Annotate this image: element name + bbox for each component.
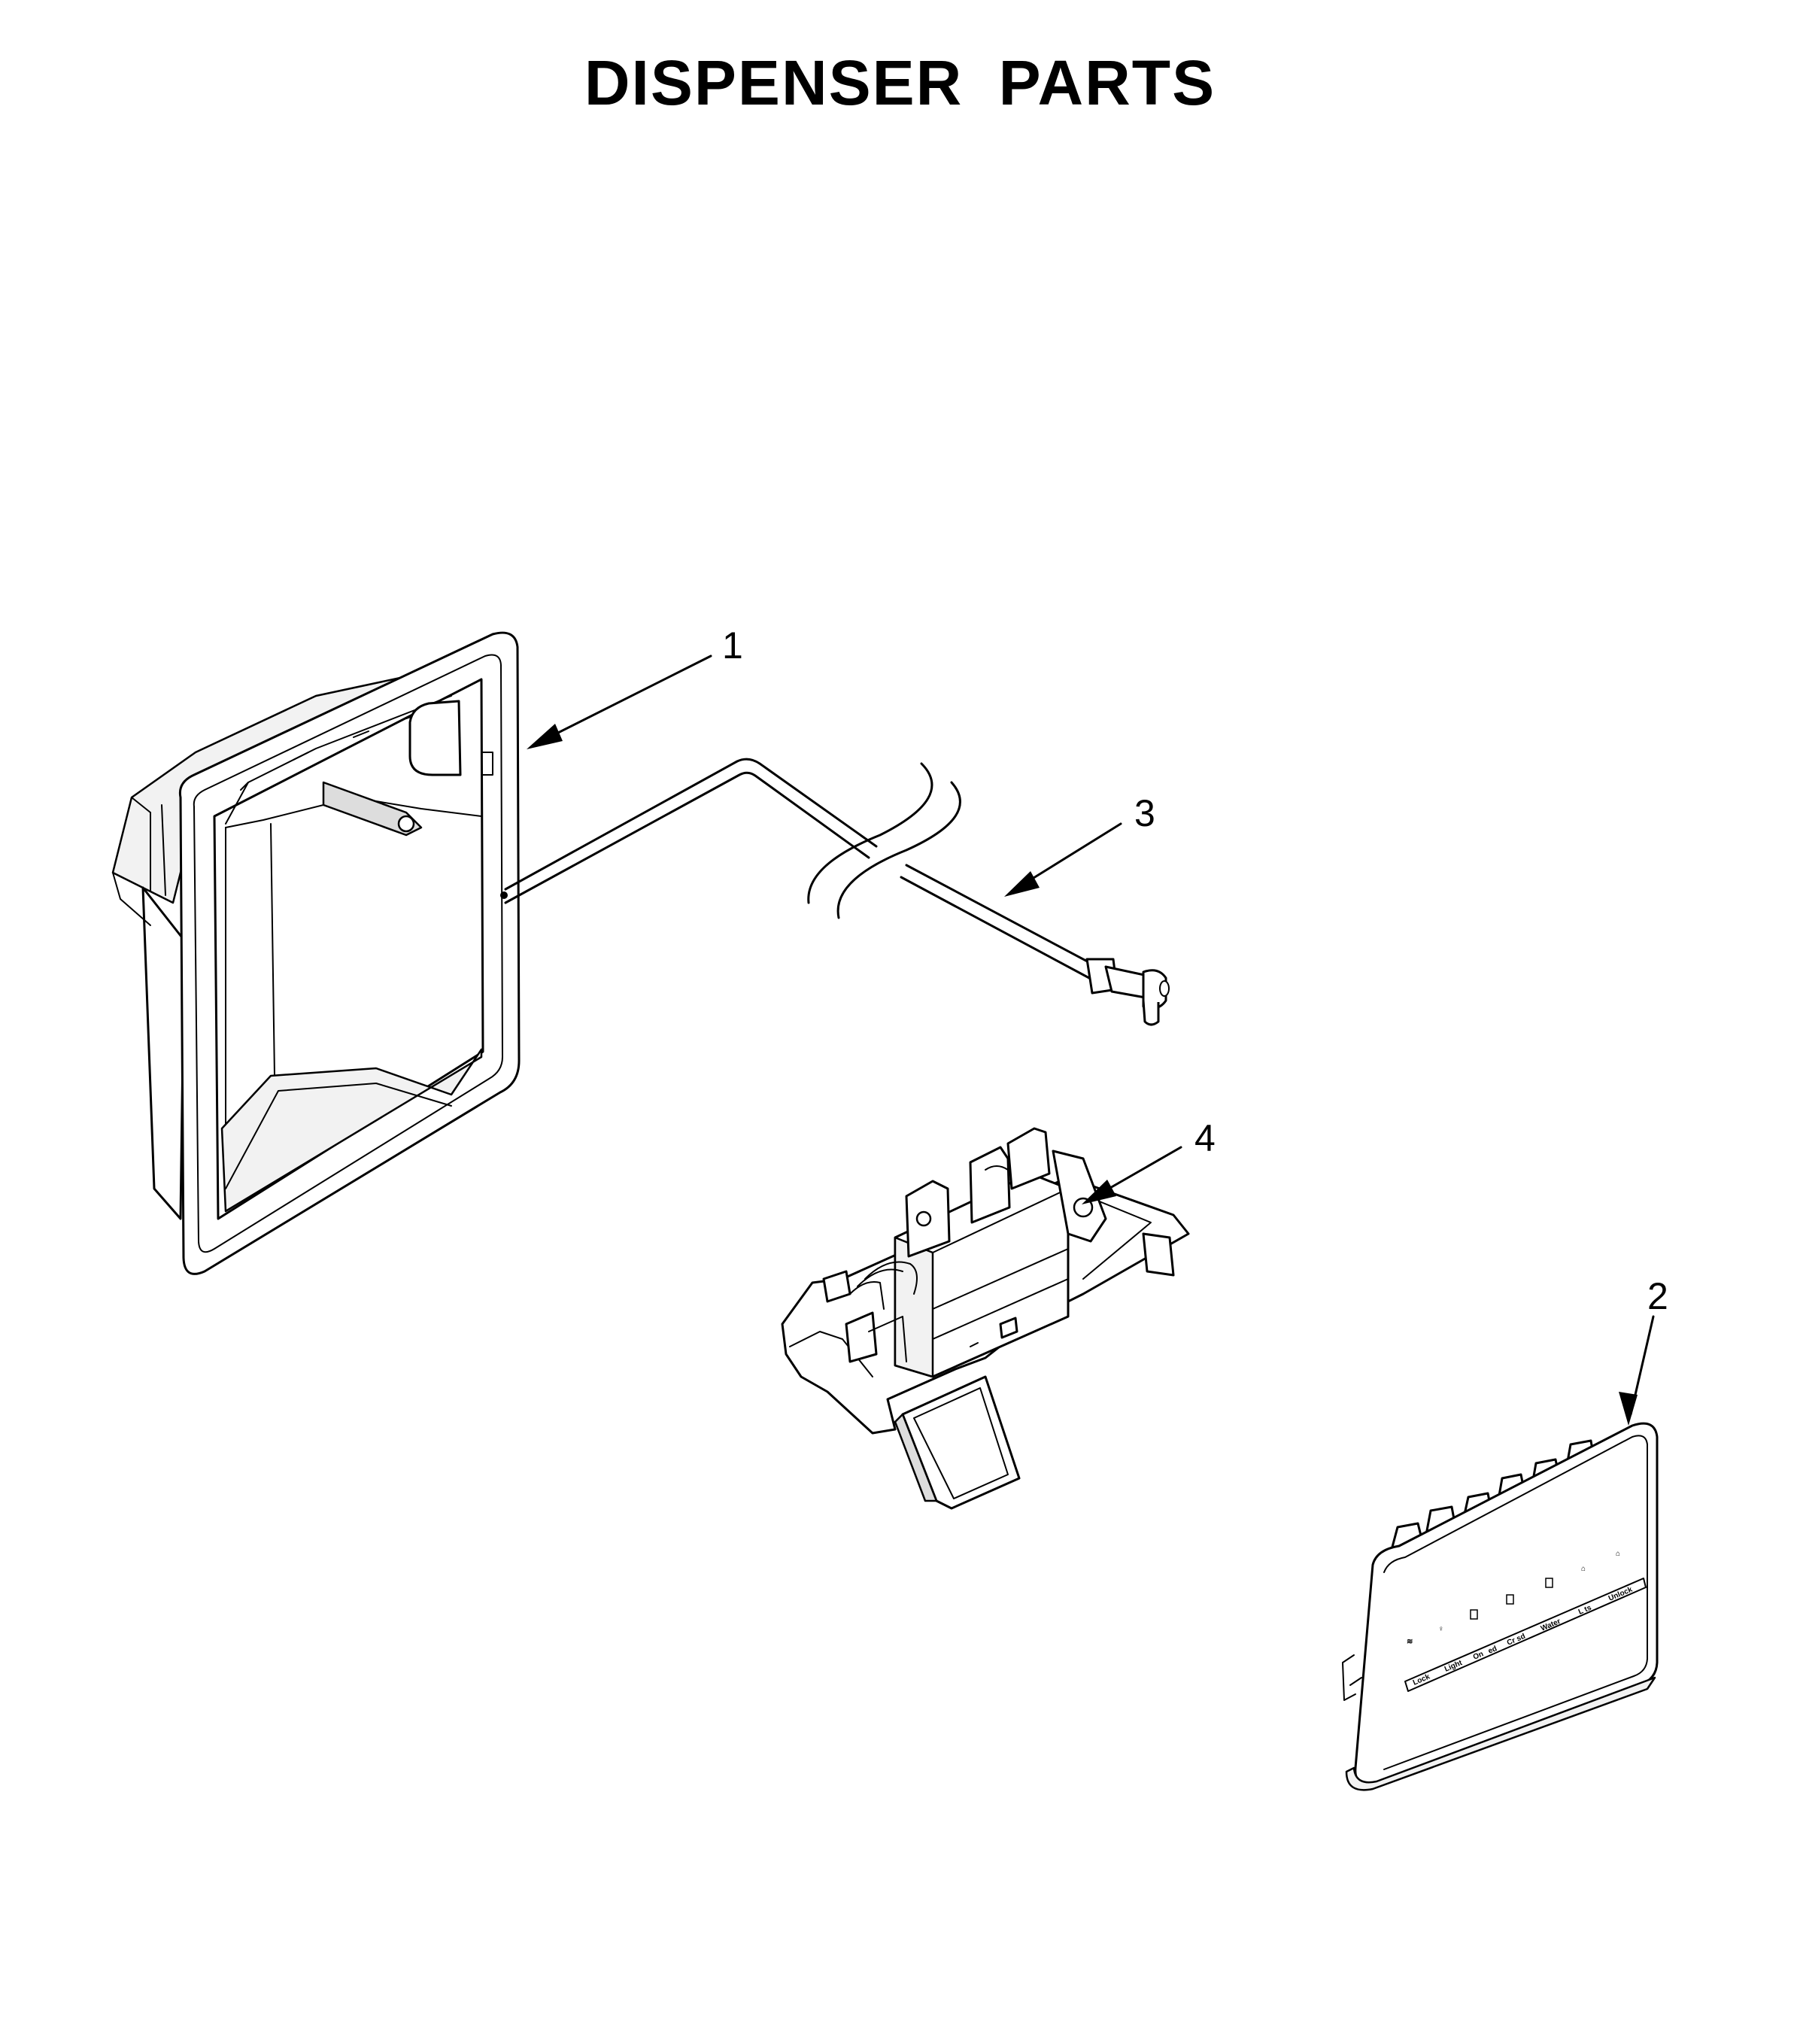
crushed-ice-icon — [1506, 1594, 1514, 1605]
water-glass-icon — [1545, 1578, 1553, 1588]
wifi-icon: ≋ — [1407, 1638, 1413, 1646]
lock-icon: ⌂ — [1616, 1550, 1620, 1558]
part-3-water-tube — [504, 758, 1170, 1026]
callout-1: 1 — [527, 624, 743, 749]
part-4-actuator-assembly — [781, 1127, 1190, 1510]
callout-2-number: 2 — [1647, 1275, 1668, 1317]
callout-2: 2 — [1619, 1275, 1668, 1426]
panel-label-on: On — [1472, 1650, 1485, 1662]
panel-icon-row: ≋ ♀ ⌂ ⌂ — [1407, 1550, 1620, 1646]
callout-1-number: 1 — [722, 624, 743, 667]
cubed-ice-icon — [1470, 1609, 1478, 1620]
callout-4-number: 4 — [1194, 1117, 1216, 1159]
callout-3: 3 — [1004, 792, 1155, 897]
callout-4: 4 — [1082, 1117, 1216, 1204]
lights-icon: ⌂ — [1581, 1565, 1586, 1573]
page-title: DISPENSER PARTS — [584, 47, 1216, 118]
part-2-control-panel: ≋ ♀ ⌂ ⌂ Lock Light On ed Cr sd Water L t… — [1342, 1422, 1659, 1791]
light-bulb-icon: ♀ — [1438, 1625, 1444, 1633]
part-1-dispenser-housing — [111, 631, 521, 1275]
panel-label-cubed: ed — [1487, 1645, 1498, 1656]
callout-3-number: 3 — [1134, 792, 1155, 834]
